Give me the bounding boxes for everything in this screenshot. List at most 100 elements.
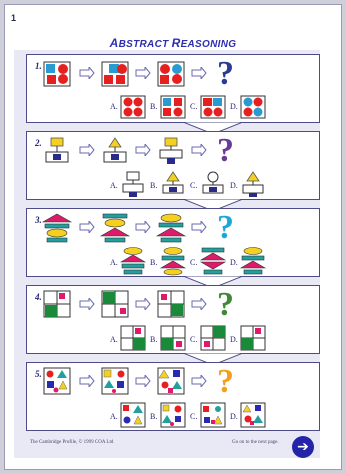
question-1: 1. ? A. B. C. D. xyxy=(26,54,320,123)
option-a-label: A. xyxy=(110,258,118,267)
q1-option-d[interactable] xyxy=(240,95,266,119)
q4-option-d[interactable] xyxy=(240,325,266,351)
q1-figure-1 xyxy=(43,61,71,87)
option-d-label: D. xyxy=(230,181,238,190)
q2-option-d[interactable] xyxy=(240,170,266,198)
title-part-bstract: BSTRACT xyxy=(118,39,172,50)
q2-figure-3 xyxy=(159,137,183,164)
q2-option-a[interactable] xyxy=(120,170,146,198)
question-mark-glyph: ? xyxy=(217,363,234,400)
q3-figure-1 xyxy=(41,213,73,243)
option-a-label: A. xyxy=(110,335,118,344)
question-mark-icon: ? xyxy=(217,365,234,399)
arrow-icon xyxy=(135,298,151,310)
option-b-label: B. xyxy=(150,335,158,344)
option-c-label: C. xyxy=(190,412,198,421)
q2-figure-2 xyxy=(103,137,127,163)
connector-notch xyxy=(183,122,243,135)
footer-copyright: The Cambridge Profile, © 1999 COA Ltd xyxy=(30,440,114,445)
q3-option-d[interactable] xyxy=(239,246,267,276)
q3-figure-3 xyxy=(155,213,187,243)
q2-option-c[interactable] xyxy=(200,170,226,198)
arrow-icon xyxy=(135,144,151,156)
connector-notch xyxy=(183,353,243,366)
q4-figure-1 xyxy=(43,290,71,318)
option-d-label: D. xyxy=(230,102,238,111)
q1-option-b[interactable] xyxy=(160,95,186,119)
question-mark-icon: ? xyxy=(217,211,234,245)
arrow-icon xyxy=(191,144,207,156)
arrow-icon xyxy=(79,144,95,156)
q2-option-b[interactable] xyxy=(160,170,186,198)
q1-option-c[interactable] xyxy=(200,95,226,119)
arrow-icon xyxy=(79,298,95,310)
q4-option-a[interactable] xyxy=(120,325,146,351)
question-number: 1. xyxy=(35,61,42,71)
option-a-label: A. xyxy=(110,412,118,421)
option-c-label: C. xyxy=(190,335,198,344)
option-c-label: C. xyxy=(190,258,198,267)
q3-option-b[interactable] xyxy=(159,246,187,276)
arrow-icon xyxy=(191,67,207,79)
question-mark-glyph: ? xyxy=(217,209,234,246)
question-number: 5. xyxy=(35,369,42,379)
q5-figure-2 xyxy=(101,367,129,395)
q2-figure-1 xyxy=(45,137,69,163)
arrow-icon xyxy=(79,221,95,233)
q3-option-a[interactable] xyxy=(119,246,147,276)
title-part-easoning: EASONING xyxy=(180,39,237,50)
arrow-icon xyxy=(191,298,207,310)
arrow-icon xyxy=(191,221,207,233)
question-number: 3. xyxy=(35,215,42,225)
next-page-button[interactable]: ➔ xyxy=(292,436,314,458)
question-number: 4. xyxy=(35,292,42,302)
q4-figure-3 xyxy=(157,290,185,318)
q3-option-c[interactable] xyxy=(199,246,227,276)
connector-notch xyxy=(183,199,243,212)
page-number: 1 xyxy=(11,13,17,23)
question-mark-glyph: ? xyxy=(217,286,234,323)
q5-figure-1 xyxy=(43,367,71,395)
question-mark-icon: ? xyxy=(217,57,234,91)
footer-next-page-text: Go on to the next page. xyxy=(232,440,279,445)
arrow-icon xyxy=(79,375,95,387)
q1-option-a[interactable] xyxy=(120,95,146,119)
option-d-label: D. xyxy=(230,412,238,421)
arrow-icon xyxy=(135,375,151,387)
connector-notch xyxy=(183,276,243,289)
option-a-label: A. xyxy=(110,181,118,190)
q4-option-b[interactable] xyxy=(160,325,186,351)
question-mark-glyph: ? xyxy=(217,55,234,92)
option-a-label: A. xyxy=(110,102,118,111)
arrow-right-circle-icon: ➔ xyxy=(297,439,309,455)
question-mark-icon: ? xyxy=(217,288,234,322)
question-2: 2. ? A. B. C. D. xyxy=(26,131,320,200)
q1-figure-3 xyxy=(157,61,185,87)
arrow-icon xyxy=(79,67,95,79)
option-b-label: B. xyxy=(150,258,158,267)
q5-option-a[interactable] xyxy=(120,402,146,428)
q5-option-b[interactable] xyxy=(160,402,186,428)
arrow-icon xyxy=(135,221,151,233)
q4-figure-2 xyxy=(101,290,129,318)
title-initial-r: R xyxy=(171,36,181,50)
option-b-label: B. xyxy=(150,181,158,190)
q3-figure-2 xyxy=(99,213,131,243)
option-b-label: B. xyxy=(150,102,158,111)
question-mark-icon: ? xyxy=(217,134,234,168)
option-d-label: D. xyxy=(230,335,238,344)
option-c-label: C. xyxy=(190,102,198,111)
q5-option-d[interactable] xyxy=(240,402,266,428)
option-d-label: D. xyxy=(230,258,238,267)
q1-figure-2 xyxy=(101,61,129,87)
question-4: 4. ? A. B. C. D. xyxy=(26,285,320,354)
q4-option-c[interactable] xyxy=(200,325,226,351)
page-title: ABSTRACT REASONING xyxy=(0,36,346,50)
option-c-label: C. xyxy=(190,181,198,190)
arrow-icon xyxy=(135,67,151,79)
question-number: 2. xyxy=(35,138,42,148)
question-mark-glyph: ? xyxy=(217,132,234,169)
arrow-icon xyxy=(191,375,207,387)
question-3: 3. ? A. B. C. D. xyxy=(26,208,320,277)
q5-option-c[interactable] xyxy=(200,402,226,428)
